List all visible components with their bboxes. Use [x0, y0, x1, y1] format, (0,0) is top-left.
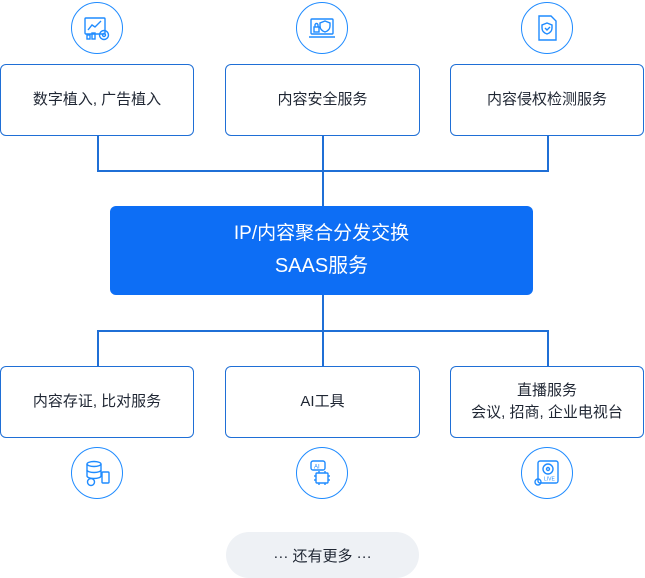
laptop-shield-lock-icon: [296, 2, 348, 54]
connector-bottom-horizontal: [97, 330, 549, 332]
service-box-infringement-detection[interactable]: 内容侵权检测服务: [450, 64, 644, 136]
connector-bottom-right: [547, 330, 549, 366]
service-box-ad-insertion[interactable]: 数字植入, 广告植入: [0, 64, 194, 136]
saas-hub-box[interactable]: IP/内容聚合分发交换 SAAS服务: [110, 206, 533, 295]
service-box-content-certification[interactable]: 内容存证, 比对服务: [0, 366, 194, 438]
document-shield-icon: [521, 2, 573, 54]
service-label-line1: 直播服务: [516, 382, 577, 399]
ai-chip-icon: AI: [296, 447, 348, 499]
hub-title: IP/内容聚合分发交换: [233, 222, 410, 244]
more-button[interactable]: ··· 还有更多 ···: [226, 532, 419, 578]
service-label: 内容存证, 比对服务: [32, 393, 162, 410]
service-box-live-streaming[interactable]: 直播服务 会议, 招商, 企业电视台: [450, 366, 644, 438]
service-box-ai-tools[interactable]: AI工具: [225, 366, 420, 438]
svg-text:AI: AI: [314, 465, 320, 471]
hub-subtitle: SAAS服务: [274, 254, 369, 277]
connector-top-left: [97, 136, 99, 170]
service-label-line2: 会议, 招商, 企业电视台: [471, 404, 623, 421]
data-chart-gear-icon: [71, 2, 123, 54]
live-broadcast-icon: LIVE: [521, 447, 573, 499]
service-box-content-security[interactable]: 内容安全服务: [225, 64, 420, 136]
connector-top-right: [547, 136, 549, 170]
more-label: ··· 还有更多 ···: [273, 547, 372, 565]
database-certificate-icon: [71, 447, 123, 499]
service-label: 内容安全服务: [277, 91, 368, 108]
service-label: AI工具: [300, 393, 345, 410]
connector-top-horizontal: [97, 170, 549, 172]
connector-bottom-left: [97, 330, 99, 366]
service-label: 数字植入, 广告植入: [32, 91, 162, 108]
service-label: 内容侵权检测服务: [486, 91, 607, 108]
svg-text:LIVE: LIVE: [544, 477, 556, 483]
